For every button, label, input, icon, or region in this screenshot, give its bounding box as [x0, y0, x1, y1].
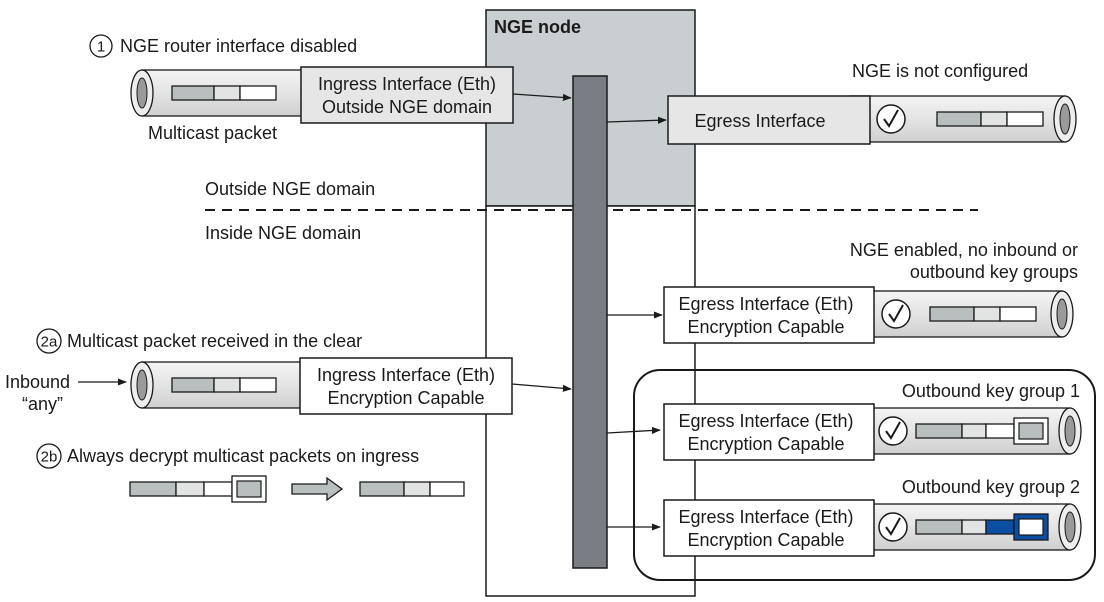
step1-packet — [171, 85, 277, 101]
egress-plain-packet — [936, 111, 1044, 127]
egress-nokey-check-icon — [881, 299, 911, 329]
step1-caption: NGE router interface disabled — [120, 36, 357, 56]
nge-node-title: NGE node — [494, 17, 581, 37]
key-group1-line1: Egress Interface (Eth) — [678, 411, 853, 431]
step1-ingress-arrow — [512, 93, 572, 102]
key-group1-interface-box — [663, 403, 875, 461]
step2a-group: 2a Multicast packet received in the clea… — [5, 328, 572, 415]
step2a-marker — [36, 328, 62, 354]
step2b-caption: Always decrypt multicast packets on ingr… — [67, 446, 419, 466]
decrypted-packet — [359, 481, 465, 497]
step1-ingress-line2: Outside NGE domain — [322, 97, 492, 117]
step2a-marker-label: 2a — [41, 334, 58, 351]
step2a-caption: Multicast packet received in the clear — [67, 331, 362, 351]
step1-packet-label: Multicast packet — [148, 123, 277, 143]
egress-plain-label: Egress Interface — [694, 111, 825, 131]
key-group1-check-icon — [878, 416, 908, 446]
egress-nokey-line2: Encryption Capable — [687, 317, 844, 337]
key-group1-encrypted-packet — [915, 417, 1049, 445]
egress-nokey-packet — [929, 306, 1037, 322]
key-group2-title: Outbound key group 2 — [902, 477, 1080, 497]
egress-nokey-group: NGE enabled, no inbound or outbound key … — [607, 240, 1078, 344]
egress-plain-check-icon — [876, 104, 906, 134]
egress-nokey-interface-box — [663, 286, 875, 344]
step1-ingress-line1: Ingress Interface (Eth) — [318, 74, 496, 94]
outside-domain-label: Outside NGE domain — [205, 179, 375, 199]
egress-nokey-line1: Egress Interface (Eth) — [678, 294, 853, 314]
key-group1: Outbound key group 1 Egress Interface (E… — [606, 381, 1082, 461]
step2a-ingress-interface-box — [299, 357, 513, 415]
decrypt-arrow-icon — [291, 476, 344, 502]
step2b-group: 2b Always decrypt multicast packets on i… — [36, 443, 465, 503]
key-group2-line1: Egress Interface (Eth) — [678, 507, 853, 527]
step2a-ingress-line1: Ingress Interface (Eth) — [317, 365, 495, 385]
step2a-ingress-line2: Encryption Capable — [327, 388, 484, 408]
step2b-marker-label: 2b — [41, 449, 58, 466]
key-group1-line2: Encryption Capable — [687, 434, 844, 454]
step2a-packet — [171, 377, 277, 393]
key-groups-container — [633, 369, 1096, 581]
egress-plain-interface-box — [667, 95, 871, 145]
switch-fabric-bar — [572, 75, 608, 569]
step2a-ingress-arrow — [511, 383, 572, 392]
key-group1-arrow — [606, 426, 661, 435]
egress-plain-group: NGE is not configured Egress Interface — [606, 61, 1077, 145]
step2b-marker — [36, 443, 62, 469]
key-group2-encrypted-packet — [915, 513, 1049, 541]
step1-marker — [89, 34, 113, 58]
step1-ingress-interface-box — [300, 66, 514, 124]
key-group2-line2: Encryption Capable — [687, 530, 844, 550]
encrypted-packet — [129, 475, 267, 503]
inbound-label-line1: Inbound — [5, 372, 70, 392]
inbound-label-line2: “any” — [22, 394, 63, 414]
egress-plain-arrow — [606, 116, 667, 124]
egress-nokey-note-line1: NGE enabled, no inbound or — [850, 240, 1078, 260]
egress-nokey-note-line2: outbound key groups — [910, 262, 1078, 282]
step1-marker-label: 1 — [97, 39, 105, 56]
step1-group: 1 NGE router interface disabled Multicas… — [89, 34, 572, 143]
key-group2-interface-box — [663, 499, 875, 557]
key-group2-check-icon — [878, 512, 908, 542]
egress-plain-note: NGE is not configured — [852, 61, 1028, 81]
inside-domain-label: Inside NGE domain — [205, 223, 361, 243]
key-group1-title: Outbound key group 1 — [902, 381, 1080, 401]
key-group2: Outbound key group 2 Egress Interface (E… — [607, 477, 1082, 557]
